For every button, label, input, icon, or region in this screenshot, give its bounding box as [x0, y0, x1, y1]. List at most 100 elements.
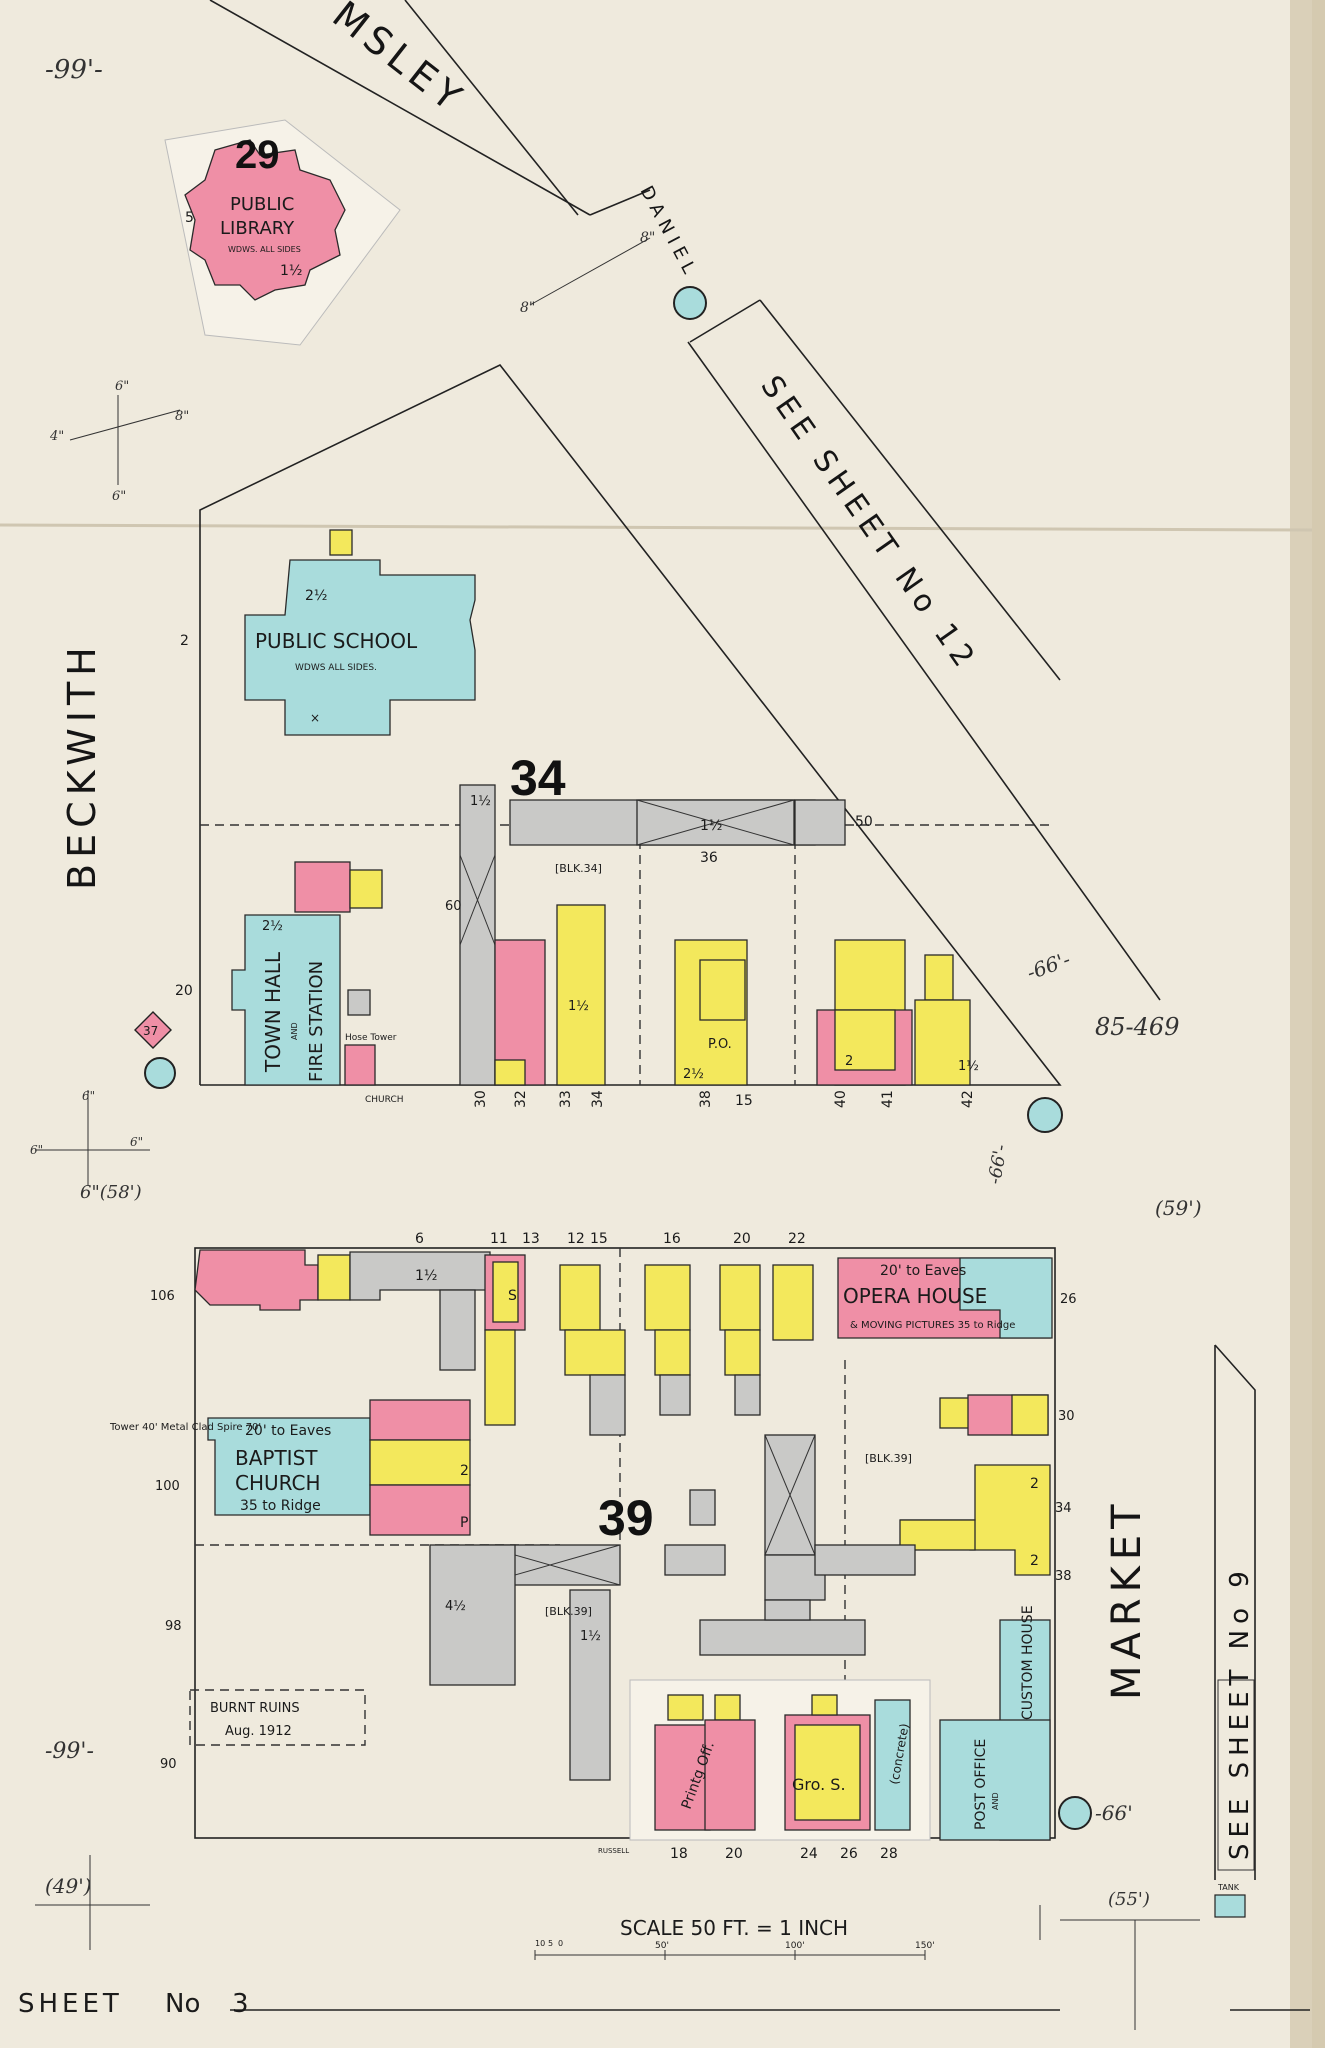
house-number: 6	[415, 1231, 424, 1247]
scale-label: SCALE 50 FT. = 1 INCH	[620, 1916, 848, 1940]
house-number: 33	[558, 1090, 574, 1108]
hydrant	[1058, 1796, 1092, 1830]
house-number: 24	[800, 1846, 818, 1862]
block-ref: [BLK.39]	[865, 1452, 912, 1465]
house-number: 42	[960, 1090, 976, 1108]
svg-text:6": 6"	[30, 1143, 43, 1157]
post-office-label: POST OFFICE	[973, 1739, 989, 1830]
hydrant	[1027, 1097, 1063, 1133]
library-label-1: PUBLIC	[230, 194, 294, 215]
post-and: AND	[991, 1792, 1000, 1810]
grocery-label: Gro. S.	[792, 1775, 846, 1794]
margin-number: 100	[155, 1479, 180, 1494]
svg-text:34: 34	[1055, 1501, 1072, 1516]
svg-text:2: 2	[845, 1054, 853, 1069]
pencil-note: 85-469	[1095, 1013, 1179, 1041]
svg-text:50: 50	[855, 814, 873, 830]
svg-text:8": 8"	[175, 409, 189, 424]
margin-number: 90	[160, 1757, 177, 1772]
school-label: PUBLIC SCHOOL	[255, 629, 418, 653]
house-number: 40	[833, 1090, 849, 1108]
house-number: 16	[663, 1231, 681, 1247]
scale-tick: 50'	[655, 1941, 669, 1951]
opera-eaves: 20' to Eaves	[880, 1263, 966, 1279]
sheet-ref-9: SEE SHEET No 9	[1225, 1565, 1255, 1860]
house-number: 32	[513, 1090, 529, 1108]
town-and: AND	[290, 1022, 299, 1040]
house-number: 28	[880, 1846, 898, 1862]
school-story: 2½	[305, 588, 327, 604]
svg-text:36: 36	[700, 850, 718, 866]
town-hall-fire-station: TOWN HALL AND FIRE STATION Hose Tower 2½	[231, 861, 397, 1086]
library-label-2: LIBRARY	[220, 218, 295, 239]
store-label: S	[508, 1288, 517, 1304]
po-label: P.O.	[708, 1037, 732, 1052]
house-number: 20	[725, 1846, 743, 1862]
margin-number: 106	[150, 1289, 175, 1304]
house-number: 13	[522, 1231, 540, 1247]
baptist-church: 20' to Eaves BAPTIST CHURCH 35 to Ridge …	[109, 1399, 471, 1536]
scale-bar: SCALE 50 FT. = 1 INCH 10 5 0 50' 100' 15…	[534, 1916, 935, 1960]
dim-note: -66'	[1095, 1801, 1133, 1825]
public-library: 29 PUBLIC LIBRARY WDWS. ALL SIDES 1½ 5	[184, 133, 346, 301]
sheet-no: 3	[232, 1989, 249, 2019]
library-story: 1½	[280, 263, 302, 279]
street-russell: RUSSELL	[598, 1847, 629, 1855]
svg-text:×: ×	[310, 711, 320, 725]
svg-text:6": 6"	[82, 1089, 95, 1103]
house-number: 12	[567, 1231, 585, 1247]
public-school: 2½ PUBLIC SCHOOL WDWS ALL SIDES. × 2	[180, 529, 476, 736]
hose-tower-label: Hose Tower	[345, 1033, 397, 1043]
dim-note: (49')	[45, 1874, 92, 1898]
svg-text:1½: 1½	[568, 999, 589, 1014]
svg-text:1½: 1½	[700, 818, 722, 834]
house-number: 22	[788, 1231, 806, 1247]
svg-text:8": 8"	[520, 300, 535, 316]
margin-number: 5	[185, 210, 194, 226]
tank-label: TANK	[1217, 1883, 1240, 1892]
house-numbers-upper: 30 32 33 34 38 15 40 41 42	[473, 1090, 976, 1109]
baptist-label-1: BAPTIST	[235, 1446, 318, 1470]
dim-note: (59')	[1155, 1196, 1202, 1220]
sheet-no-prefix: No	[165, 1989, 200, 2019]
svg-text:26: 26	[1060, 1292, 1077, 1307]
burnt-label-1: BURNT RUINS	[210, 1701, 300, 1716]
svg-text:4½: 4½	[445, 1599, 466, 1614]
scale-tick: 10	[535, 1939, 545, 1948]
svg-text:1½: 1½	[415, 1268, 437, 1284]
street-church: CHURCH	[365, 1095, 404, 1105]
house-number: 20	[733, 1231, 751, 1247]
svg-text:6": 6"	[130, 1135, 143, 1149]
block-number-39: 39	[598, 1490, 654, 1546]
svg-text:60: 60	[445, 899, 462, 914]
dim-note: 6"(58')	[80, 1182, 142, 1203]
scale-tick: 150'	[915, 1941, 935, 1951]
house-number: 38	[698, 1090, 714, 1108]
svg-text:P: P	[460, 1515, 468, 1531]
house-number: 11	[490, 1231, 508, 1247]
tank-icon	[1214, 1894, 1246, 1918]
baptist-tower: Tower 40' Metal Clad Spire 70'	[109, 1422, 261, 1433]
opera-label: OPERA HOUSE	[843, 1284, 987, 1308]
block-number-29: 29	[235, 133, 280, 177]
block-ref: [BLK.39]	[545, 1605, 592, 1618]
dim-note: -99'-	[45, 1739, 94, 1764]
sheet-label: SHEET	[18, 1989, 123, 2019]
sheet-number: SHEET No 3	[18, 1989, 249, 2019]
svg-text:1½: 1½	[958, 1059, 979, 1074]
house-number: 26	[840, 1846, 858, 1862]
house-number: 15	[735, 1093, 753, 1109]
scale-tick: 0	[558, 1939, 563, 1948]
margin-number: 98	[165, 1619, 182, 1634]
baptist-ridge: 35 to Ridge	[240, 1498, 321, 1514]
school-note: WDWS ALL SIDES.	[295, 663, 377, 673]
dim-note: (55')	[1108, 1889, 1150, 1910]
svg-text:6": 6"	[112, 489, 126, 504]
margin-number: 2	[180, 633, 189, 649]
baptist-eaves: 20' to Eaves	[245, 1423, 331, 1439]
library-note: WDWS. ALL SIDES	[228, 245, 301, 254]
svg-text:2: 2	[1030, 1476, 1039, 1492]
svg-text:2: 2	[460, 1463, 469, 1479]
svg-text:6": 6"	[115, 379, 129, 394]
block-ref: [BLK.34]	[555, 862, 602, 875]
